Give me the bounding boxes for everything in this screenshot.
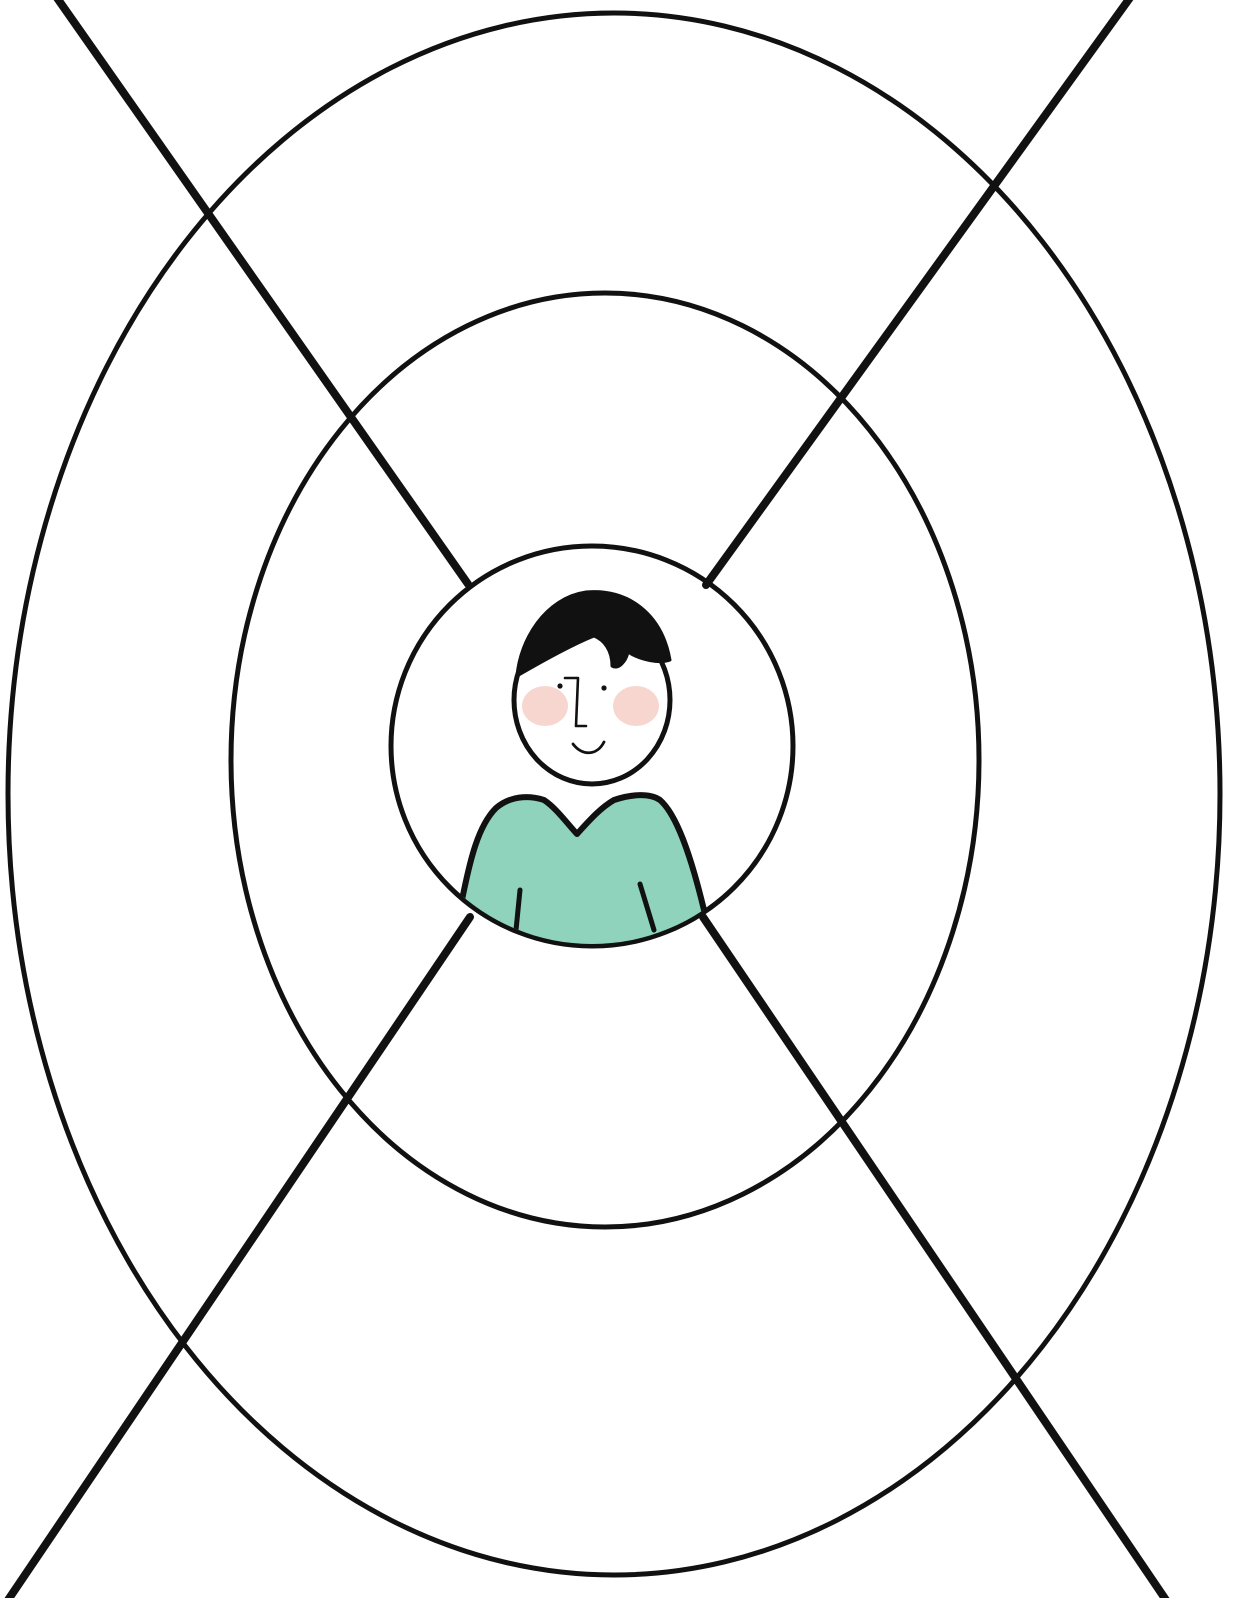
person-eye-right (601, 685, 606, 690)
person-cheek-right (613, 686, 659, 726)
person-cheek-left (522, 686, 568, 726)
person-eye-left (557, 683, 562, 688)
